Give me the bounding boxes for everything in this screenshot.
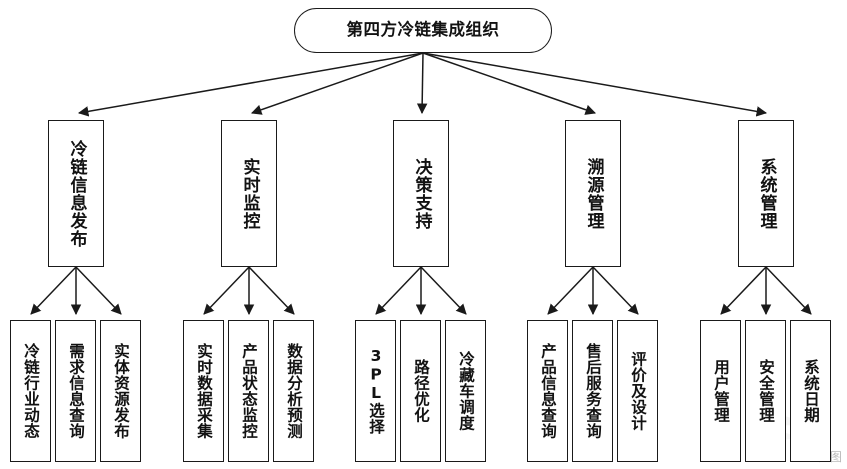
leaf-node-5-2[interactable]: 安全管理 (745, 320, 786, 462)
leaf-node-5-3[interactable]: 系统日期 (790, 320, 831, 462)
leaf-node-3-3[interactable]: 冷藏车调度 (445, 320, 486, 462)
leaf-node-2-3-label: 数据分析预测 (285, 343, 304, 439)
leaf-node-2-2[interactable]: 产品状态监控 (228, 320, 269, 462)
branch-3-to-leaf-edges (375, 266, 467, 316)
branch-node-2-label: 实时监控 (239, 157, 260, 230)
leaf-node-1-1-label: 冷链行业动态 (22, 343, 41, 439)
branch-node-5[interactable]: 系统管理 (738, 120, 794, 267)
branch-5-to-leaf-edges (720, 266, 812, 316)
root-to-branch-edges (77, 52, 768, 117)
root-node[interactable]: 第四方冷链集成组织 (294, 8, 552, 53)
branch-node-1-label: 冷链信息发布 (66, 139, 87, 248)
root-node-label: 第四方冷链集成组织 (346, 20, 500, 40)
leaf-node-5-3-label: 系统日期 (802, 359, 821, 423)
leaf-node-1-1[interactable]: 冷链行业动态 (10, 320, 51, 462)
branch-node-5-label: 系统管理 (756, 157, 777, 230)
branch-2-to-leaf-edges (203, 266, 295, 316)
leaf-node-4-2-label: 售后服务查询 (584, 343, 603, 439)
leaf-node-3-3-label: 冷藏车调度 (457, 351, 476, 431)
branch-1-to-leaf-edges (30, 266, 122, 316)
leaf-node-5-1-label: 用户管理 (712, 359, 731, 423)
leaf-node-4-1-label: 产品信息查询 (539, 343, 558, 439)
leaf-node-3-2[interactable]: 路径优化 (400, 320, 441, 462)
leaf-node-3-2-label: 路径优化 (412, 359, 431, 423)
leaf-node-1-3-label: 实体资源发布 (112, 343, 131, 439)
leaf-node-5-2-label: 安全管理 (757, 359, 776, 423)
leaf-node-3-1-label: 3PL选择 (367, 347, 386, 435)
leaf-node-1-3[interactable]: 实体资源发布 (100, 320, 141, 462)
leaf-node-4-1[interactable]: 产品信息查询 (527, 320, 568, 462)
branch-node-4-label: 溯源管理 (583, 157, 604, 230)
leaf-node-5-1[interactable]: 用户管理 (700, 320, 741, 462)
leaf-node-4-3[interactable]: 评价及设计 (617, 320, 658, 462)
leaf-node-4-3-label: 评价及设计 (629, 351, 648, 431)
leaf-node-1-2-label: 需求信息查询 (67, 343, 86, 439)
branch-node-2[interactable]: 实时监控 (221, 120, 277, 267)
branch-node-4[interactable]: 溯源管理 (565, 120, 621, 267)
leaf-node-2-1[interactable]: 实时数据采集 (183, 320, 224, 462)
branch-node-1[interactable]: 冷链信息发布 (48, 120, 104, 267)
leaf-node-3-1[interactable]: 3PL选择 (355, 320, 396, 462)
leaf-node-2-1-label: 实时数据采集 (195, 343, 214, 439)
leaf-node-2-3[interactable]: 数据分析预测 (273, 320, 314, 462)
branch-node-3[interactable]: 决策支持 (393, 120, 449, 267)
leaf-node-1-2[interactable]: 需求信息查询 (55, 320, 96, 462)
leaf-node-2-2-label: 产品状态监控 (240, 343, 259, 439)
branch-node-3-label: 决策支持 (411, 157, 432, 230)
leaf-node-4-2[interactable]: 售后服务查询 (572, 320, 613, 462)
branch-4-to-leaf-edges (547, 266, 639, 316)
